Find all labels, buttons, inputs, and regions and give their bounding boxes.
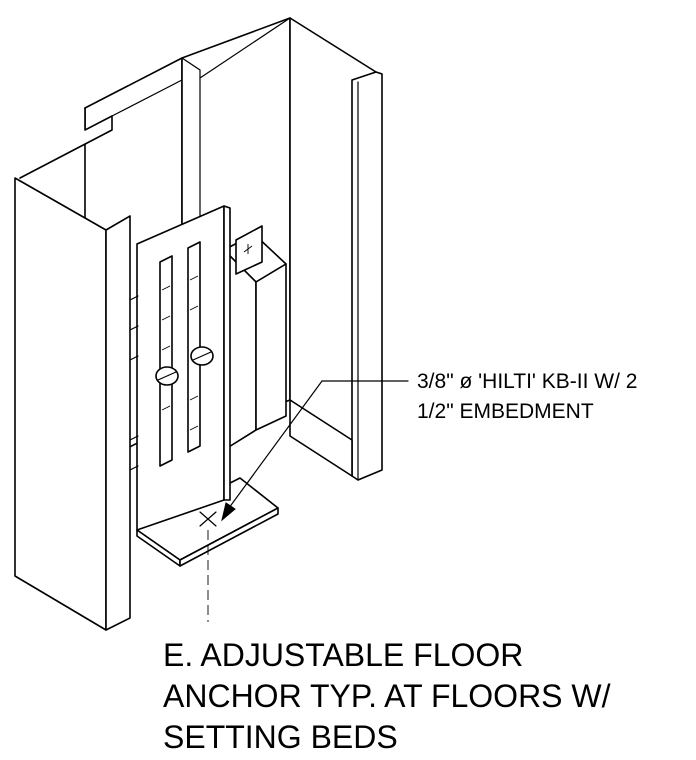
caption-line-3: SETTING BEDS [163, 719, 398, 755]
left-flange [14, 177, 139, 631]
detail-caption: E. ADJUSTABLE FLOOR ANCHOR TYP. AT FLOOR… [163, 635, 683, 758]
caption-line-1: E. ADJUSTABLE FLOOR [163, 637, 524, 673]
anchor-upright-leg [136, 205, 231, 531]
wall-block [223, 225, 287, 451]
callout-leader [221, 380, 409, 522]
callout-line-1: 3/8" ø 'HILTI' KB-II W/ 2 [417, 370, 638, 393]
anchor-spec-callout: 3/8" ø 'HILTI' KB-II W/ 2 1/2" EMBEDMENT [417, 367, 687, 427]
anchor-hole-marker [199, 511, 217, 622]
callout-line-2: 1/2" EMBEDMENT [417, 400, 594, 423]
caption-line-2: ANCHOR TYP. AT FLOORS W/ [163, 678, 611, 714]
anchor-screws [155, 346, 214, 386]
